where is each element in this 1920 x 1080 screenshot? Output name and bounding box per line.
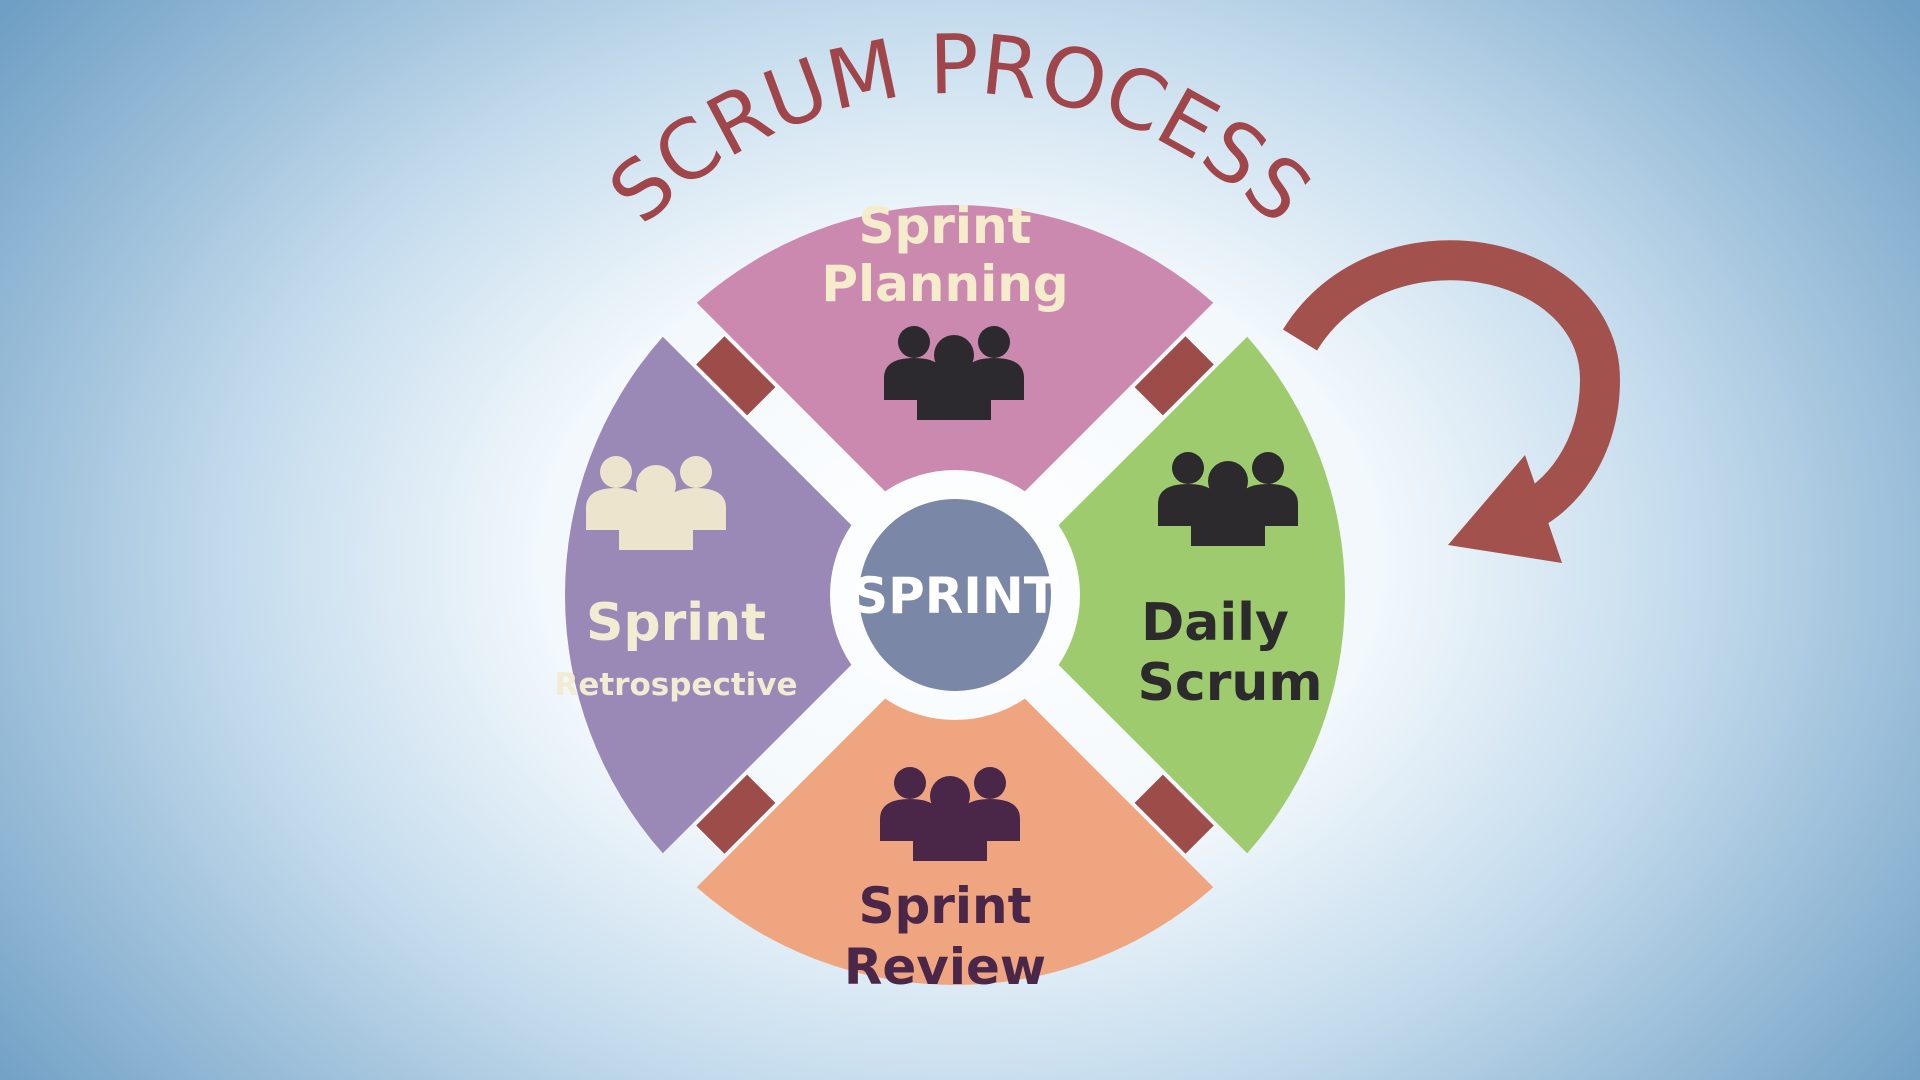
sprint-review-label-line2: Review — [844, 938, 1046, 996]
segment-connectors — [696, 336, 1214, 854]
sprint-planning-label-line1: Sprint — [858, 197, 1031, 255]
daily-scrum-label-line2: Scrum — [1137, 653, 1322, 713]
sprint-review-label-line1: Sprint — [858, 877, 1031, 935]
cycle-arrow-head — [1448, 455, 1562, 563]
sprint-planning-label-line2: Planning — [821, 255, 1068, 313]
connector-bottom-left — [696, 774, 776, 854]
center-sprint-circle — [859, 499, 1051, 691]
sprint-retrospective-label-line1: Sprint — [586, 593, 766, 653]
center-sprint-label: SPRINT — [852, 567, 1058, 625]
connector-top-left — [696, 336, 776, 416]
cycle-arrow-icon — [1282, 240, 1621, 563]
connector-bottom-right — [1134, 774, 1214, 854]
connector-top-right — [1134, 336, 1214, 416]
sprint-retrospective-label-line2: Retrospective — [554, 667, 797, 703]
segment-sprint-retrospective — [564, 336, 852, 854]
cycle-arrow-shaft — [1282, 240, 1621, 534]
daily-scrum-label-line1: Daily — [1141, 593, 1289, 653]
